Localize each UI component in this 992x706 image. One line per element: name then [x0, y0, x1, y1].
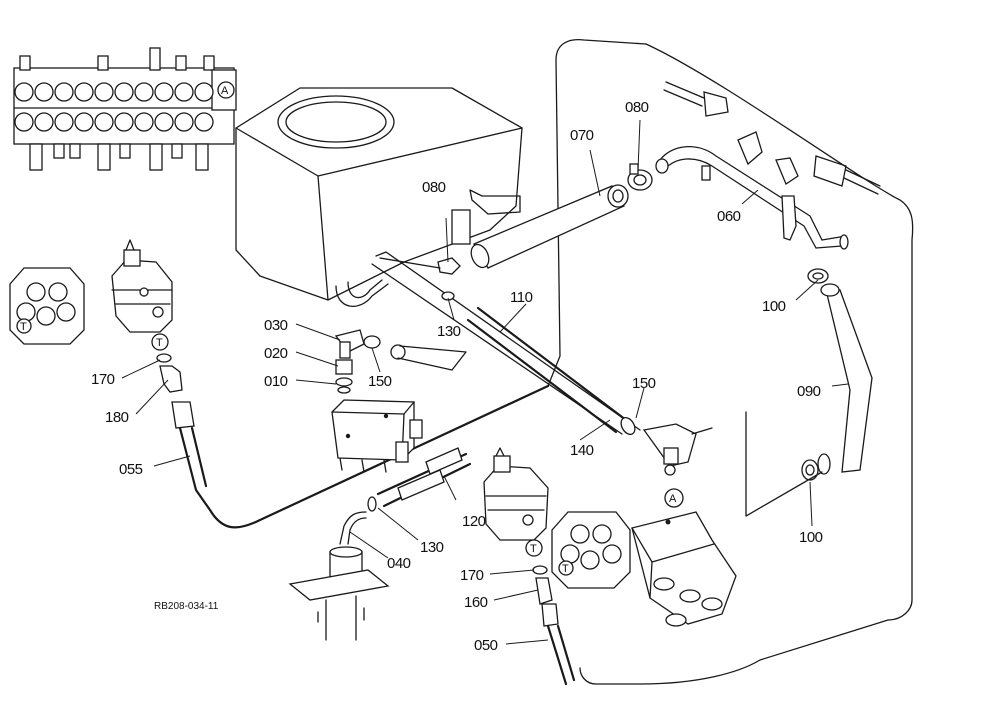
tandem-pump-lower: T — [483, 447, 549, 557]
bracket-lines — [745, 411, 823, 517]
leader-170-left — [121, 359, 161, 379]
elbow-fitting-right: A — [642, 423, 713, 508]
leader-070 — [589, 149, 601, 197]
part-label-100-lower: 100 — [799, 529, 823, 546]
svg-text:T: T — [530, 543, 537, 555]
part-label-040: 040 — [387, 555, 411, 572]
part-label-120: 120 — [462, 513, 486, 530]
hose-clamp-100-upper — [807, 268, 829, 284]
part-label-180: 180 — [105, 409, 129, 426]
top-fitting-right — [663, 81, 881, 195]
leader-090 — [831, 383, 849, 387]
part-label-110: 110 — [510, 289, 533, 306]
leader-160 — [493, 589, 539, 601]
pipe-120 — [367, 447, 472, 512]
lower-pressure-hose-assembly — [532, 565, 576, 686]
marker-t-circle — [16, 318, 32, 334]
left-pressure-hose-assembly — [156, 38, 647, 529]
part-label-050: 050 — [474, 637, 498, 654]
part-label-010: 010 — [264, 373, 288, 390]
marker-a-label-valve: A — [221, 85, 229, 97]
marker-a-label-center: A — [669, 493, 677, 505]
marker-a-circle — [217, 81, 235, 99]
leader-140 — [579, 419, 611, 441]
part-label-100-upper: 100 — [762, 298, 786, 315]
svg-text:T: T — [156, 337, 163, 349]
marker-t-pump-left: T — [151, 333, 169, 351]
part-label-030: 030 — [264, 317, 288, 334]
hose-clamp-100-lower — [801, 459, 819, 481]
leader-050 — [505, 639, 549, 645]
leader-060 — [741, 189, 759, 205]
leader-020 — [295, 351, 339, 367]
hose-clamp-080-left — [379, 257, 461, 275]
suction-hose-070 — [470, 184, 629, 269]
leader-170-lower — [489, 569, 535, 575]
return-hose-090 — [817, 283, 873, 475]
hose-clamp-080-right — [627, 163, 653, 191]
leader-030 — [295, 323, 341, 341]
control-valve-bank: A — [13, 47, 237, 171]
part-label-055: 055 — [119, 461, 143, 478]
part-label-090: 090 — [797, 383, 821, 400]
control-valve-lower — [631, 511, 737, 627]
part-label-080-left: 080 — [422, 179, 446, 196]
leader-150-lower — [635, 387, 645, 419]
leader-080-right — [637, 119, 641, 171]
suction-fittings — [334, 329, 467, 394]
drawing-reference: RB208-034-11 — [154, 601, 219, 612]
part-label-020: 020 — [264, 345, 288, 362]
port-view-right: T — [551, 511, 631, 589]
leader-010 — [295, 379, 337, 385]
part-label-170-left: 170 — [91, 371, 115, 388]
part-label-150-lower: 150 — [632, 375, 656, 392]
hydraulic-tank — [235, 87, 523, 307]
part-label-140: 140 — [570, 442, 594, 459]
tandem-pump-left — [111, 239, 173, 333]
pipe-110 — [371, 251, 641, 436]
marker-t-lower — [525, 539, 543, 557]
relief-valve-block — [331, 399, 423, 473]
part-label-170-lower: 170 — [460, 567, 484, 584]
suction-strainer-040 — [288, 511, 390, 641]
part-label-150-upper: 150 — [368, 373, 392, 390]
leader-110 — [499, 303, 527, 333]
leader-130-lower — [377, 507, 419, 541]
leader-180 — [135, 379, 169, 415]
part-label-160: 160 — [464, 594, 488, 611]
marker-t-label-left: T — [20, 321, 27, 333]
leader-100-upper — [795, 279, 819, 301]
leader-040 — [349, 531, 389, 559]
leader-120 — [443, 475, 457, 501]
delivery-pipe-060 — [655, 131, 849, 250]
leader-100-lower — [809, 481, 813, 527]
part-label-060: 060 — [717, 208, 741, 225]
part-label-070: 070 — [570, 127, 594, 144]
leader-150-upper — [371, 347, 381, 373]
leader-130-upper — [447, 297, 455, 321]
leader-080-left — [445, 217, 449, 263]
port-view-left: T — [9, 267, 85, 345]
leader-055 — [153, 455, 191, 467]
marker-t-label-right: T — [562, 563, 569, 575]
marker-a-circle-center — [664, 488, 684, 508]
part-label-130-upper: 130 — [437, 323, 461, 340]
outline-boundary-right — [579, 43, 914, 685]
part-label-080-right: 080 — [625, 99, 649, 116]
part-label-130-lower: 130 — [420, 539, 444, 556]
